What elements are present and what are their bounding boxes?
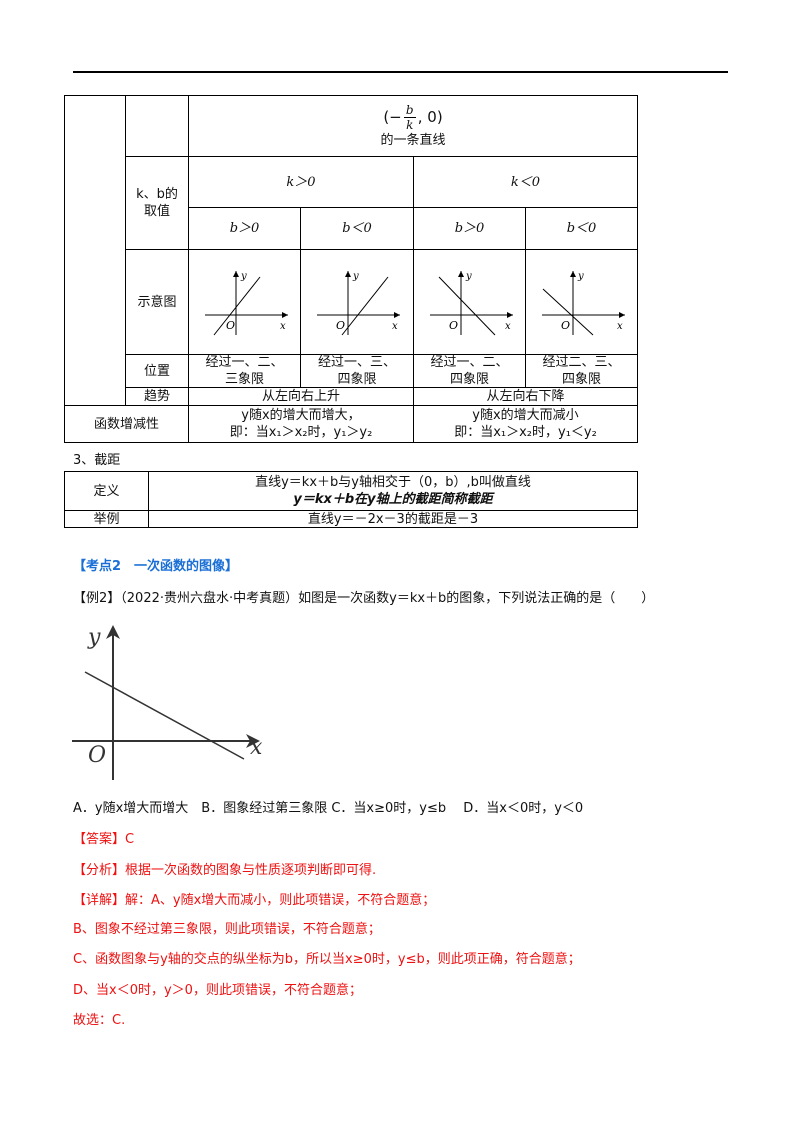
origin-label: O	[561, 319, 570, 332]
question-graph: O y x	[70, 622, 270, 786]
trend-up: 从左向右上升	[188, 387, 414, 406]
b-positive-1: b＞0	[188, 207, 301, 250]
k-positive-header: k＞0	[188, 156, 414, 208]
y-axis-label: y	[577, 271, 584, 282]
x-axis-label: x	[505, 321, 511, 332]
diagram-k-neg-b-pos: O y x	[413, 249, 526, 355]
mono-up-line1: y随x的增大而增大，	[241, 408, 361, 423]
mono-down-line2: 即：当x₁＞x₂时，y₁＜y₂	[454, 425, 597, 440]
conclusion: 故选：C.	[73, 1013, 126, 1028]
analysis-line: 【分析】根据一次函数的图象与性质逐项判断即可得.	[73, 863, 377, 878]
answer-options: A．y随x增大而增大 B．图象经过第三象限 C．当x≥0时，y≤b D．当x＜0…	[73, 801, 584, 816]
y-axis-label: y	[240, 271, 247, 282]
graph-icon: O y x	[204, 271, 288, 336]
diagram-k-pos-b-neg: O y x	[300, 249, 414, 355]
answer-line: 【答案】C	[73, 832, 135, 847]
trend-label: 趋势	[125, 387, 189, 406]
x-axis-label: x	[617, 321, 623, 332]
b-negative-2: b＜0	[525, 207, 638, 250]
question-y-label: y	[87, 625, 101, 650]
detail-a: 【详解】解：A、y随x增大而减小，则此项错误，不符合题意；	[73, 893, 436, 908]
y-axis-label: y	[352, 271, 359, 282]
monotonic-increasing: y随x的增大而增大， 即：当x₁＞x₂时，y₁＞y₂	[188, 405, 414, 443]
example-label: 举例	[64, 510, 149, 528]
origin-label: O	[336, 319, 345, 332]
monotonic-label: 函数增减性	[64, 405, 189, 443]
x-axis-label: x	[280, 321, 286, 332]
question-graph-svg: O y x	[72, 625, 263, 780]
header-rule	[73, 71, 728, 73]
b-negative-1: b＜0	[300, 207, 414, 250]
monotonic-decreasing: y随x的增大而减小 即：当x₁＞x₂时，y₁＜y₂	[413, 405, 638, 443]
definition-line2: y＝kx＋b在y轴上的截距简称截距	[293, 492, 493, 507]
k-negative-header: k＜0	[413, 156, 638, 208]
diagram-k-neg-b-neg: O y x	[525, 249, 638, 355]
example-question: 【例2】（2022·贵州六盘水·中考真题）如图是一次函数y＝kx＋b的图象，下列…	[73, 591, 655, 606]
position-2: 经过一、三、四象限	[300, 354, 414, 388]
definition-line1: 直线y＝kx＋b与y轴相交于（0，b）,b叫做直线	[255, 475, 531, 490]
position-1: 经过一、二、三象限	[188, 354, 301, 388]
mono-down-line1: y随x的增大而减小	[472, 408, 579, 423]
origin-label: O	[449, 319, 458, 332]
kaodian-heading: 【考点2 一次函数的图像】	[73, 559, 239, 574]
trend-down: 从左向右下降	[413, 387, 638, 406]
question-origin-label: O	[88, 743, 106, 768]
definition-text: 直线y＝kx＋b与y轴相交于（0，b）,b叫做直线 y＝kx＋b在y轴上的截距简…	[148, 471, 638, 511]
question-x-label: x	[250, 735, 263, 760]
graph-icon: O y x	[317, 271, 400, 336]
b-positive-2: b＞0	[413, 207, 526, 250]
table-blank-cell	[125, 95, 189, 157]
example-text: 直线y＝－2x－3的截距是－3	[148, 510, 638, 528]
definition-label: 定义	[64, 471, 149, 511]
origin-label: O	[226, 319, 235, 332]
detail-d: D、当x＜0时，y＞0，则此项错误，不符合题意；	[73, 983, 362, 998]
x-axis-label: x	[392, 321, 398, 332]
detail-b: B、图象不经过第三象限，则此项错误，不符合题意；	[73, 922, 381, 937]
intercept-caption: 的一条直线	[380, 133, 446, 148]
diagram-k-pos-b-pos: O y x	[188, 249, 301, 355]
kb-label: k、b的取值	[125, 156, 189, 250]
position-4: 经过二、三、四象限	[525, 354, 638, 388]
detail-c: C、函数图象与y轴的交点的纵坐标为b，所以当x≥0时，y≤b，则此项正确，符合题…	[73, 952, 581, 967]
y-axis-label: y	[465, 271, 472, 282]
section-3-title: 3、截距	[73, 453, 121, 468]
position-label: 位置	[125, 354, 189, 388]
graph-icon: O y x	[541, 271, 625, 336]
diagram-label: 示意图	[125, 249, 189, 355]
mono-up-line2: 即：当x₁＞x₂时，y₁＞y₂	[229, 425, 373, 440]
graph-icon: O y x	[429, 271, 513, 336]
table-left-column	[64, 95, 126, 406]
position-3: 经过一、二、四象限	[413, 354, 526, 388]
